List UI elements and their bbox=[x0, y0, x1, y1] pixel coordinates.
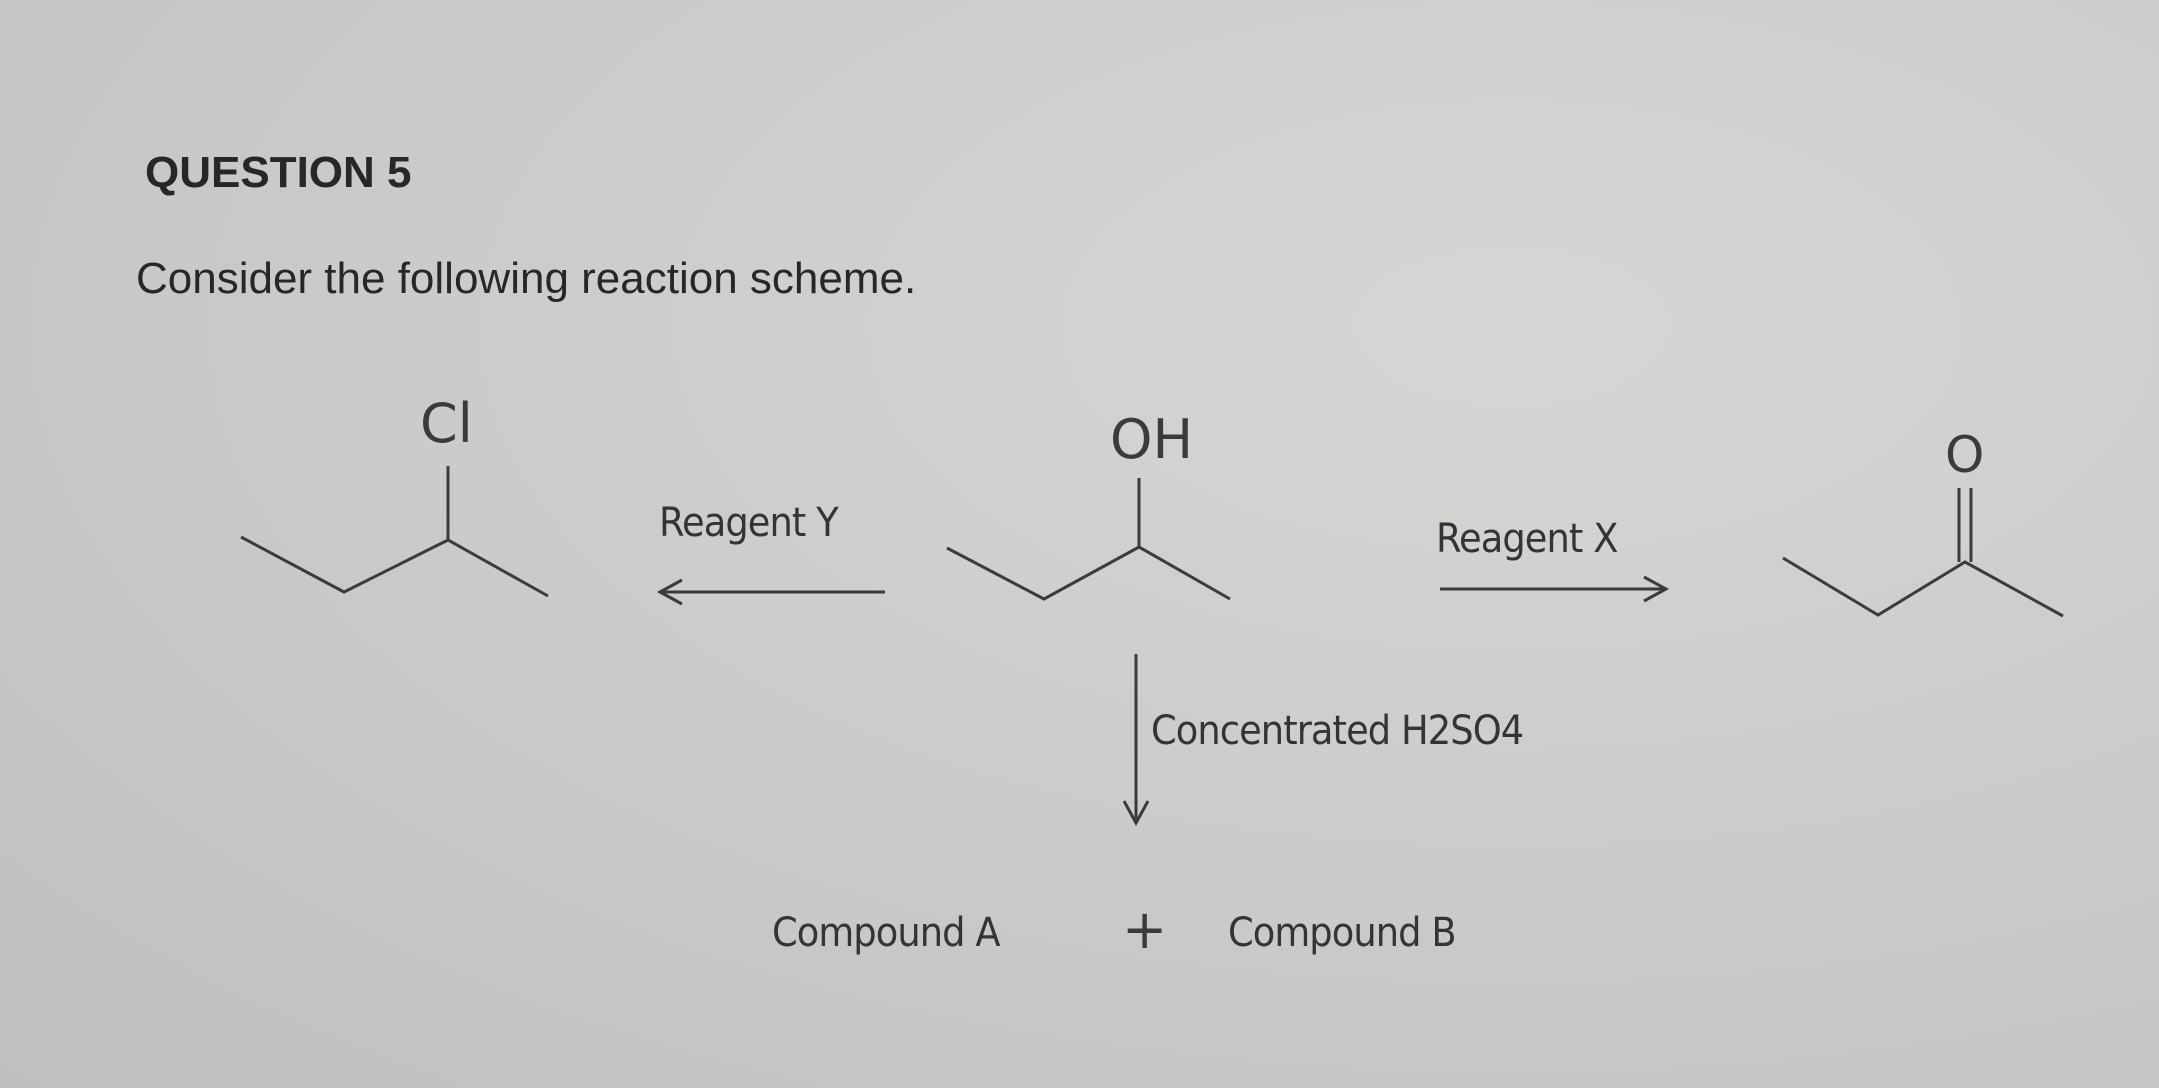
chlorine-label: Cl bbox=[420, 392, 473, 455]
question-intro: Consider the following reaction scheme. bbox=[136, 254, 917, 303]
question-title: QUESTION 5 bbox=[145, 148, 412, 197]
2-butanol-structure bbox=[946, 478, 1231, 601]
dehydration-arrow bbox=[1122, 654, 1150, 827]
plus-sign: + bbox=[1122, 898, 1168, 961]
oxygen-label: O bbox=[1945, 426, 1985, 484]
compound-a-label: Compound A bbox=[772, 910, 1001, 956]
reagent-x-label: Reagent X bbox=[1436, 516, 1618, 562]
butanone-structure bbox=[1782, 488, 2064, 618]
2-chlorobutane-structure bbox=[240, 466, 549, 598]
hydroxyl-label: OH bbox=[1110, 408, 1194, 471]
reagent-x-arrow bbox=[1440, 575, 1670, 603]
dehydration-reagent-label: Concentrated H2SO4 bbox=[1151, 708, 1524, 754]
reagent-y-arrow bbox=[656, 578, 885, 606]
compound-b-label: Compound B bbox=[1228, 910, 1457, 956]
reagent-y-label: Reagent Y bbox=[659, 500, 839, 546]
